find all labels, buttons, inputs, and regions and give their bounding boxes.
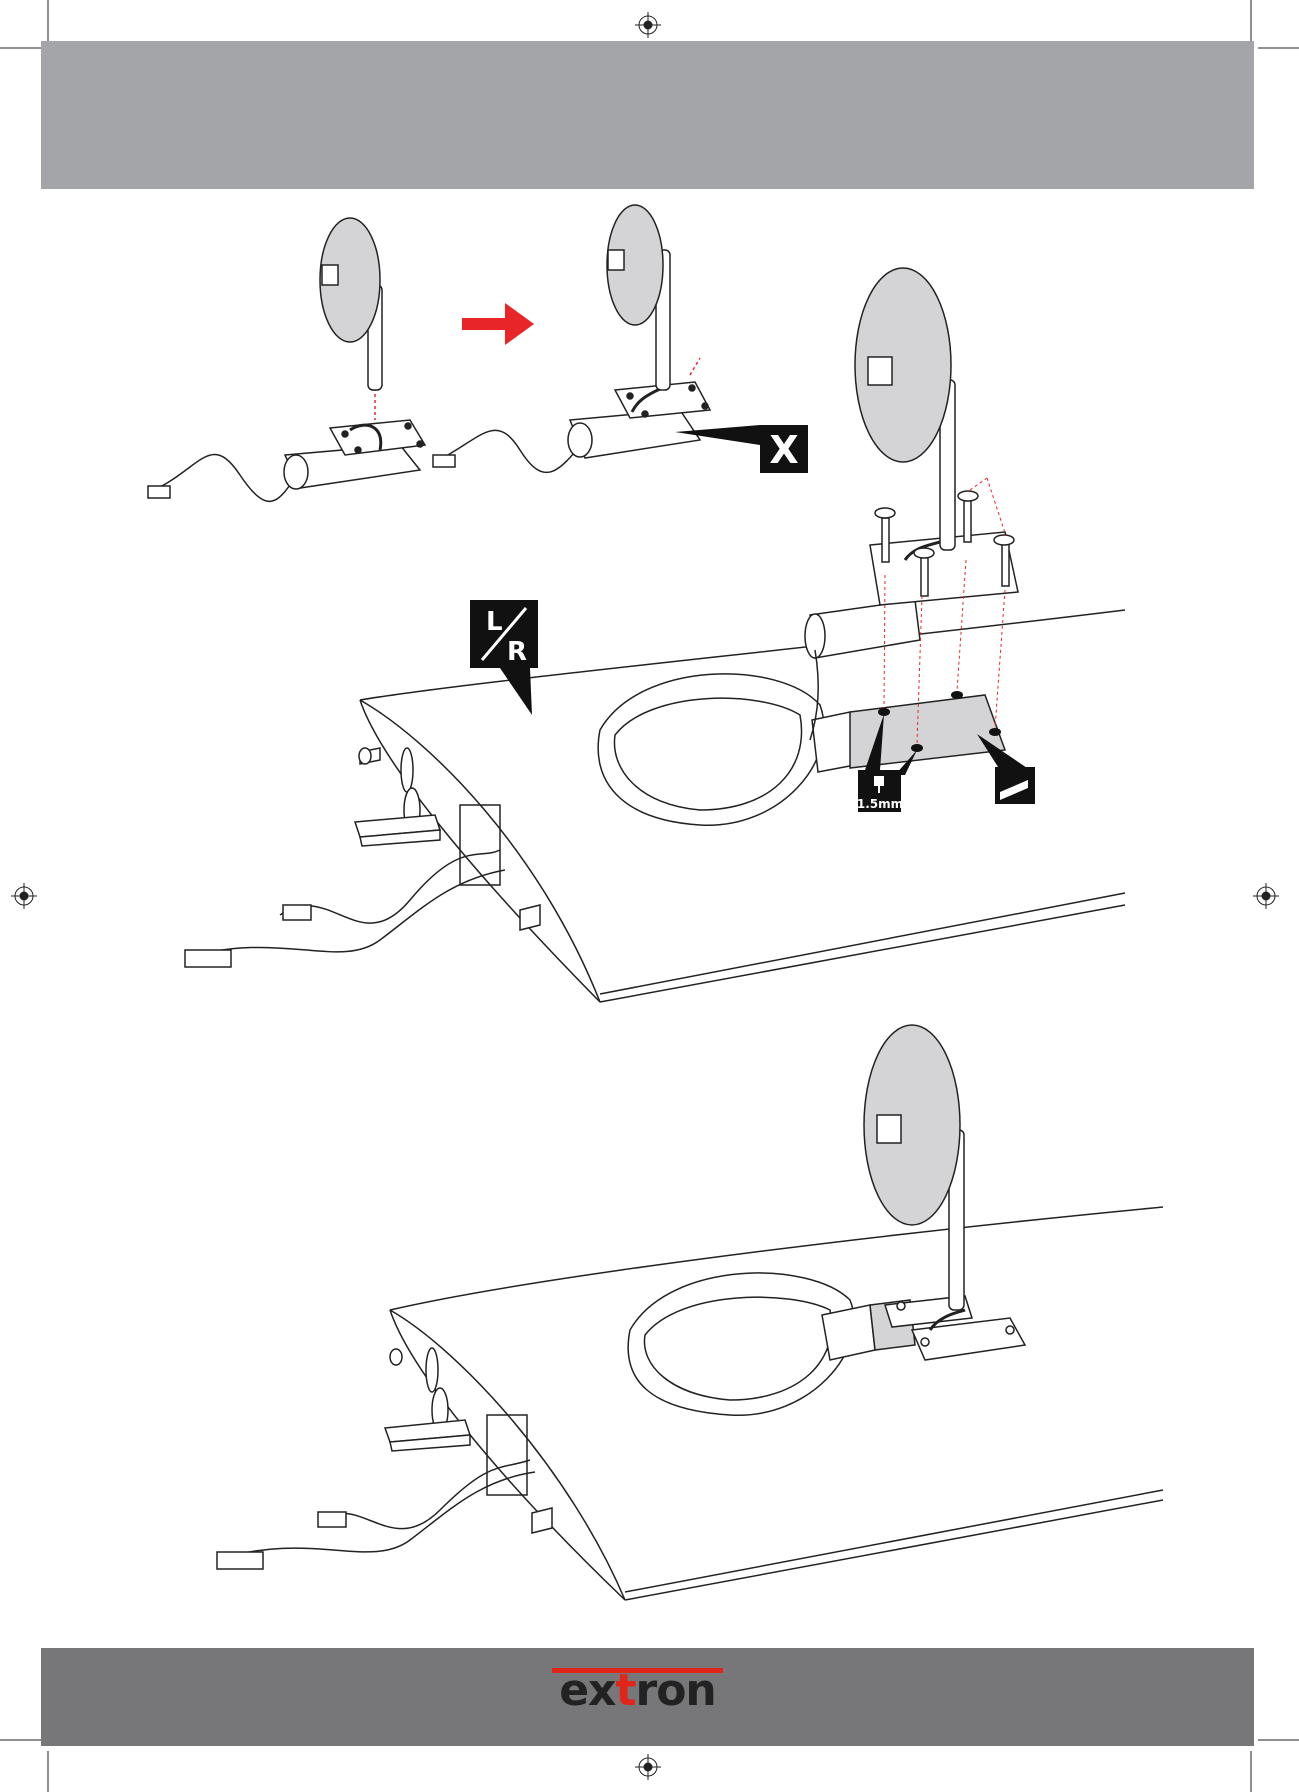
retract-unit-before: [148, 218, 425, 501]
registration-mark-bottom: [635, 1754, 661, 1780]
depth-callout-label: 1.5mm: [857, 797, 903, 811]
logo-accent-bar: [552, 1668, 723, 1673]
tape-callout-icon: [977, 734, 1035, 804]
extron-logo: extron: [550, 1666, 725, 1716]
arrow-right-icon: [462, 303, 534, 345]
lr-callout-left: L: [486, 607, 503, 637]
lr-callout: L R: [470, 600, 538, 715]
lr-callout-right: R: [507, 637, 527, 667]
registration-mark-right: [1253, 883, 1279, 909]
wing-lower: [217, 1025, 1163, 1600]
x-callout: X: [675, 425, 808, 473]
registration-mark-top: [635, 12, 661, 38]
registration-mark-left: [11, 883, 37, 909]
retract-unit-exploded: [805, 268, 1018, 740]
x-callout-label: X: [769, 428, 798, 472]
retract-unit-after: [433, 205, 710, 472]
wing-upper: [185, 610, 1125, 1002]
